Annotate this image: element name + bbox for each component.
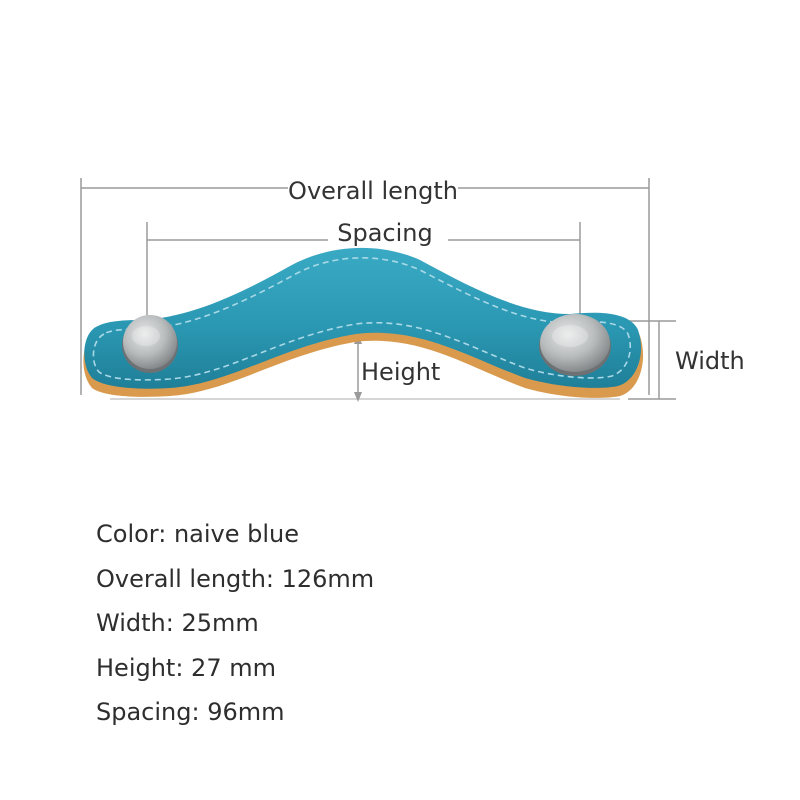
- height-label: Height: [361, 358, 440, 386]
- spec-spacing: Spacing: 96mm: [96, 698, 285, 726]
- width-label: Width: [675, 347, 745, 375]
- dimension-lines: [80, 178, 676, 400]
- spacing-label: Spacing: [337, 219, 432, 247]
- overall-length-label: Overall length: [288, 177, 458, 205]
- right-screw-icon: [539, 314, 611, 376]
- left-screw-icon: [122, 315, 178, 373]
- leather-handle: [83, 247, 644, 398]
- handle-stitching: [92, 257, 632, 381]
- spec-width: Width: 25mm: [96, 609, 259, 637]
- spec-list: Color: naive blue Overall length: 126mm …: [96, 512, 374, 735]
- handle-leather: [84, 247, 642, 389]
- height-arrow-bottom: [354, 392, 362, 402]
- handle-diagram: Overall length Spacing Height Width: [80, 177, 745, 402]
- spec-color: Color: naive blue: [96, 520, 300, 548]
- spec-height: Height: 27 mm: [96, 653, 276, 682]
- spec-overall-length: Overall length: 126mm: [96, 564, 375, 593]
